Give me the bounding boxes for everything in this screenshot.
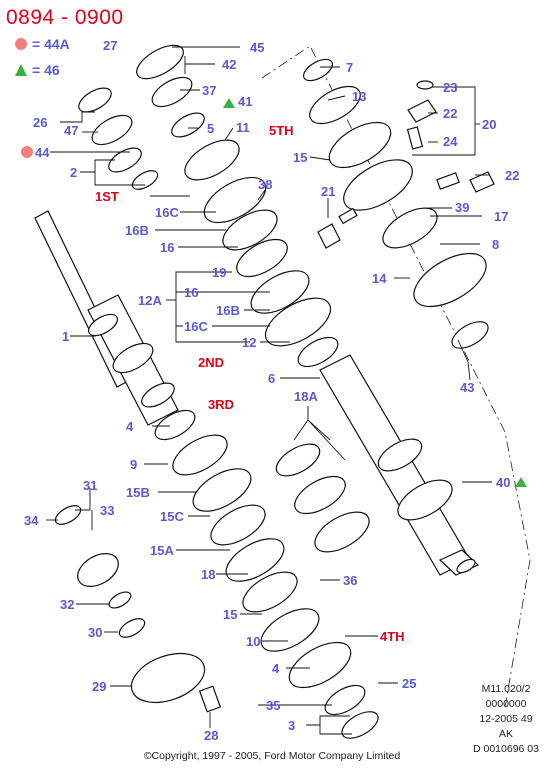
- legend-text-46: = 46: [32, 62, 60, 78]
- callout-9: 9: [130, 457, 137, 472]
- callout-25: 25: [402, 676, 416, 691]
- callout-8: 8: [492, 237, 499, 252]
- callout-43: 43: [460, 380, 474, 395]
- right-small-parts: [317, 80, 495, 249]
- green-triangle-icon: [15, 64, 27, 76]
- callout-27: 27: [103, 38, 117, 53]
- page-title: 0894 - 0900: [6, 6, 124, 29]
- leader-lines: [46, 46, 492, 735]
- callout-37: 37: [202, 83, 216, 98]
- reference-line: M11.020/2: [481, 683, 531, 695]
- callout-16b-upper: 16B: [125, 223, 149, 238]
- synchro-rings-18a: [275, 443, 370, 553]
- callout-5: 5: [207, 121, 214, 136]
- callout-35: 35: [266, 698, 280, 713]
- red-circle-icon: [15, 38, 27, 50]
- callout-21: 21: [321, 184, 335, 199]
- callout-38: 38: [258, 177, 272, 192]
- gear-label-3rd: 3RD: [208, 397, 234, 412]
- legend-text-44a: = 44A: [32, 36, 70, 52]
- callout-16c-upper: 16C: [155, 205, 179, 220]
- callout-7: 7: [346, 60, 353, 75]
- callout-30: 30: [88, 625, 102, 640]
- fifth-gear-cluster: [302, 58, 489, 349]
- callout-6: 6: [268, 371, 275, 386]
- output-shaft: [319, 354, 480, 576]
- callout-15b: 15B: [126, 485, 150, 500]
- callout-20: 20: [482, 117, 496, 132]
- callout-45: 45: [250, 40, 264, 55]
- callout-1: 1: [62, 329, 69, 344]
- callout-11: 11: [236, 120, 250, 135]
- callout-15a: 15A: [150, 543, 174, 558]
- callout-19: 19: [212, 265, 226, 280]
- copyright-footer: ©Copyright, 1997 - 2005, Ford Motor Comp…: [143, 750, 401, 762]
- callout-4-lower: 4: [272, 661, 280, 676]
- callout-31: 31: [83, 478, 97, 493]
- callout-32: 32: [60, 597, 74, 612]
- callout-12: 12: [242, 335, 256, 350]
- lower-gear-stack: [154, 409, 379, 739]
- callout-47: 47: [64, 123, 78, 138]
- callout-16b-lower: 16B: [216, 303, 240, 318]
- callout-16-mid: 16: [184, 285, 198, 300]
- callout-4-upper: 4: [126, 419, 134, 434]
- legend-row-46: = 46: [14, 62, 60, 78]
- callout-22-lower: 22: [505, 168, 519, 183]
- callout-36: 36: [343, 573, 357, 588]
- callout-18: 18: [201, 567, 215, 582]
- callout-18a: 18A: [294, 389, 318, 404]
- upper-gear-stack: [136, 44, 339, 368]
- gear-label-5th: 5TH: [269, 123, 294, 138]
- callout-15c: 15C: [160, 509, 184, 524]
- callout-16-upper: 16: [160, 240, 174, 255]
- callout-44: 44: [35, 145, 50, 160]
- callout-13: 13: [352, 89, 366, 104]
- callout-15-lower: 15: [223, 607, 237, 622]
- callout-12a: 12A: [138, 293, 162, 308]
- callout-23: 23: [443, 80, 457, 95]
- gear-label-4th: 4TH: [380, 629, 405, 644]
- left-small-parts: [54, 87, 222, 713]
- callout-2: 2: [70, 165, 77, 180]
- callout-3: 3: [288, 718, 295, 733]
- callout-14: 14: [372, 271, 387, 286]
- input-shaft: [34, 210, 179, 426]
- callout-33: 33: [100, 503, 114, 518]
- reference-line: 12-2005 49: [479, 713, 533, 725]
- gear-label-1st: 1ST: [95, 189, 119, 204]
- callout-29: 29: [92, 679, 106, 694]
- callout-16c-lower: 16C: [184, 319, 208, 334]
- reference-block: M11.020/2 0000000 12-2005 49 AK D 001069…: [470, 682, 542, 757]
- callout-10: 10: [246, 634, 260, 649]
- callout-17: 17: [494, 209, 508, 224]
- callout-40: 40: [496, 475, 510, 490]
- callout-41: 41: [238, 94, 252, 109]
- callout-22-upper: 22: [443, 106, 457, 121]
- legend-row-44a: = 44A: [14, 36, 70, 52]
- reference-line: D 0010696 03: [473, 743, 539, 755]
- callout-28: 28: [204, 728, 218, 743]
- callout-34: 34: [24, 513, 39, 528]
- callout-26: 26: [33, 115, 47, 130]
- gear-label-2nd: 2ND: [198, 355, 224, 370]
- red-circle-marker-44: [21, 146, 33, 158]
- reference-line: 0000000: [485, 698, 527, 710]
- callout-39: 39: [455, 200, 469, 215]
- green-triangle-marker-40: [515, 477, 527, 487]
- reference-line: AK: [498, 728, 513, 740]
- green-triangle-marker-41: [223, 98, 235, 108]
- callout-42: 42: [222, 57, 236, 72]
- callout-15-upper: 15: [293, 150, 307, 165]
- callout-24: 24: [443, 134, 458, 149]
